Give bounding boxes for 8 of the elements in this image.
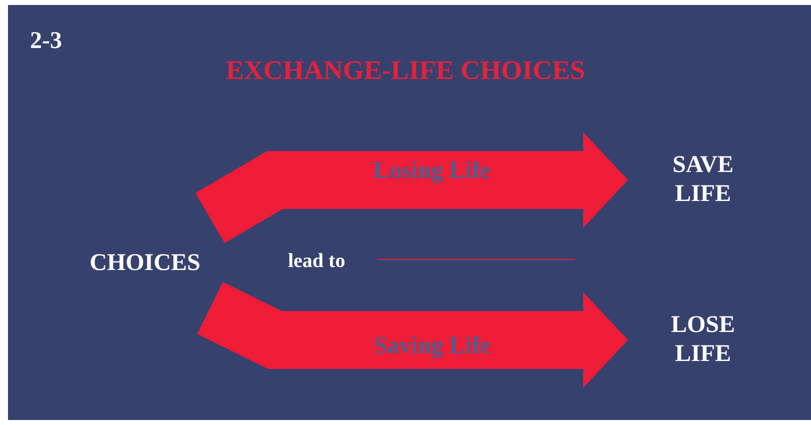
figure-number: 2-3 [30, 28, 62, 55]
node-label: LOSE LIFE [670, 311, 736, 369]
title: EXCHANGE-LIFE CHOICES [224, 55, 586, 86]
lead-to-text: lead to [288, 250, 346, 273]
node-label: SAVE LIFE [672, 151, 734, 209]
node-label: CHOICES [90, 248, 200, 278]
edge-label: Losing Life [372, 158, 492, 185]
edge-label: Saving Life [372, 333, 492, 360]
